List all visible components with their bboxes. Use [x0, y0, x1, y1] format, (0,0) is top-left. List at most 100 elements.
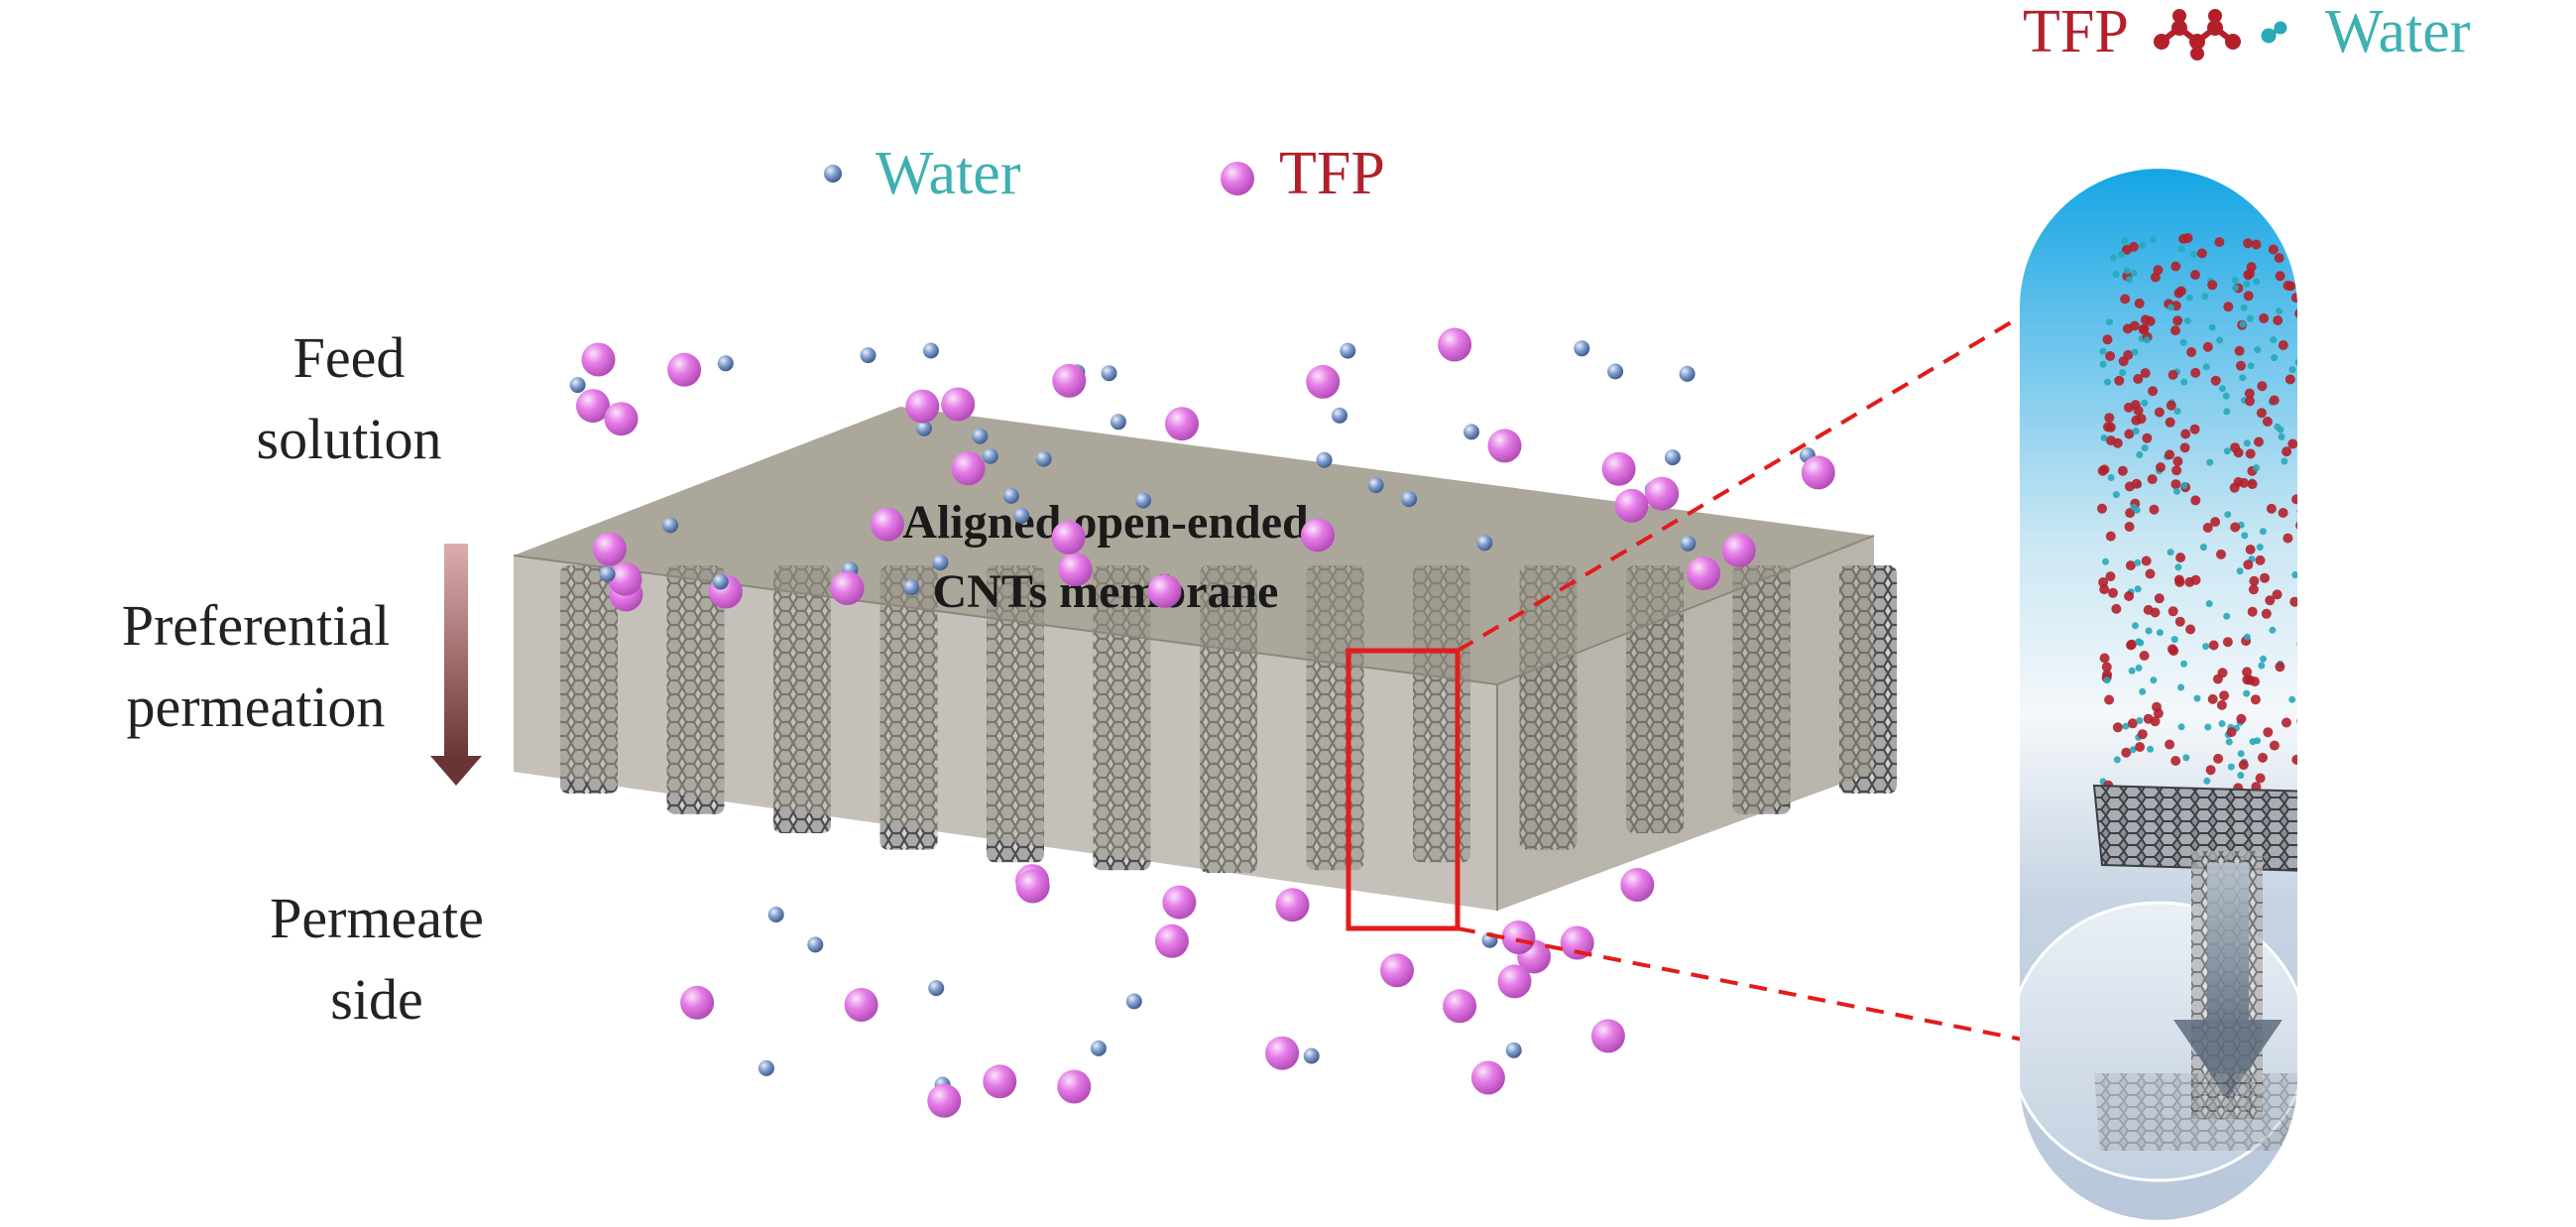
tfp-molecule-atom [2106, 435, 2116, 446]
tfp-molecule-atom [2273, 315, 2283, 325]
simulation-capsule [2020, 169, 2407, 1220]
tfp-molecule-atom [2124, 591, 2135, 601]
tfp-molecule-atom [2324, 668, 2334, 677]
tfp-particle [592, 532, 627, 566]
tfp-molecule-icon [2154, 9, 2241, 61]
water-molecule-atom [2119, 369, 2127, 377]
tfp-molecule-atom [2135, 742, 2146, 752]
tfp-molecule-atom [2269, 740, 2280, 751]
tfp-molecule-atom [2254, 436, 2264, 447]
tfp-molecule-atom [2099, 584, 2110, 595]
water-molecule-atom [2100, 434, 2108, 441]
tfp-molecule-atom [2243, 291, 2254, 302]
water-molecule-atom [2354, 683, 2361, 690]
water-molecule-atom [2177, 245, 2185, 253]
water-molecule-atom [2136, 451, 2144, 458]
water-molecule-atom [2349, 579, 2356, 586]
water-molecule-atom [2203, 777, 2211, 785]
tfp-molecule-atom [2331, 665, 2341, 675]
water-molecule-atom [2335, 348, 2342, 355]
water-molecule-atom [2246, 314, 2254, 322]
tfp-particle [1801, 455, 1835, 490]
water-molecule-atom [2123, 267, 2131, 275]
tfp-particle [830, 571, 865, 605]
tfp-molecule-atom [2170, 756, 2181, 766]
water-molecule-atom [2247, 362, 2255, 370]
tfp-molecule-atom [2339, 307, 2349, 317]
tfp-molecule-atom [2360, 719, 2370, 729]
water-molecule-atom [2337, 631, 2344, 638]
tfp-molecule-atom [2245, 545, 2256, 554]
tfp-molecule-atom [2243, 559, 2254, 570]
membrane-front-face [514, 555, 1497, 911]
tfp-molecule-atom [2154, 593, 2165, 604]
tfp-molecule-atom [2216, 699, 2227, 710]
tfp-molecule-atom [2178, 233, 2189, 244]
tfp-particle [1057, 1069, 1092, 1104]
graphene-sheet [2092, 784, 2297, 875]
tfp-particle [941, 387, 976, 422]
water-molecule-atom [2135, 638, 2143, 646]
tfp-molecule-atom [2167, 369, 2178, 380]
tfp-molecule-atom [2336, 626, 2346, 636]
tfp-molecule-atom [2130, 400, 2141, 411]
water-particle [569, 377, 586, 394]
tfp-particle [870, 507, 904, 542]
tfp-molecule-atom [2366, 760, 2376, 770]
tfp-molecule-atom [2351, 763, 2361, 773]
water-molecule-atom [2239, 374, 2247, 382]
water-molecule-atom [2328, 558, 2335, 565]
tfp-molecule-atom [2129, 320, 2140, 331]
tfp-molecule-atom [2210, 517, 2221, 528]
tfp-molecule-atom [2104, 413, 2115, 424]
tfp-molecule-atom [2217, 668, 2228, 678]
tfp-molecule-atom [2230, 522, 2241, 533]
water-molecule-atom [2236, 567, 2244, 575]
water-molecule-atom [2206, 458, 2214, 466]
tfp-molecule-atom [2291, 754, 2297, 765]
water-molecule-atom [2190, 251, 2198, 258]
tfp-molecule-atom [2234, 345, 2245, 356]
water-molecule-atom [2379, 598, 2386, 605]
tfp-molecule-atom [2282, 446, 2292, 457]
tfp-molecule-atom [2300, 389, 2310, 399]
water-molecule-atom [2391, 678, 2398, 685]
water-molecule-atom [2304, 636, 2311, 643]
water-molecule-atom [2130, 269, 2138, 277]
tfp-particle [1501, 920, 1536, 954]
water-molecule-atom [2335, 324, 2342, 331]
water-molecule-atom [2321, 508, 2328, 515]
tfp-molecule-atom [2283, 280, 2293, 291]
water-molecule-atom [2218, 720, 2226, 728]
permeation-arrow [430, 544, 482, 786]
tfp-molecule-atom [2243, 238, 2254, 249]
tfp-molecule-atom [2190, 270, 2200, 280]
water-molecule-atom [2173, 408, 2181, 415]
water-molecule-atom [2271, 354, 2279, 362]
water-molecule-atom [2276, 307, 2283, 315]
water-particle [1476, 535, 1493, 552]
tfp-molecule-atom [2196, 248, 2207, 259]
tfp-molecule-atom [2316, 411, 2326, 421]
tfp-molecule-atom [2326, 270, 2336, 280]
tfp-molecule-atom [2341, 307, 2351, 316]
tfp-molecule-atom [2143, 604, 2154, 615]
tfp-molecule-atom [2388, 571, 2398, 581]
tfp-molecule-atom [2219, 690, 2230, 701]
water-molecule-atom [2322, 423, 2329, 429]
water-molecule-atom [2141, 444, 2149, 452]
tfp-molecule-atom [2397, 599, 2406, 609]
tfp-molecule-atom [2165, 417, 2175, 428]
water-molecule-atom [2390, 365, 2397, 372]
tfp-molecule-atom [2262, 417, 2273, 427]
preferential-label-line1: Preferential [122, 593, 391, 658]
tfp-molecule-atom [2398, 753, 2407, 763]
water-molecule-atom [2398, 649, 2404, 656]
water-molecule-atom [2202, 643, 2210, 651]
water-particle [1574, 340, 1590, 357]
water-molecule-atom [2225, 738, 2233, 746]
tfp-molecule-atom [2269, 395, 2280, 406]
water-molecule-atom [2379, 537, 2386, 544]
water-molecule-atom [2121, 237, 2129, 245]
